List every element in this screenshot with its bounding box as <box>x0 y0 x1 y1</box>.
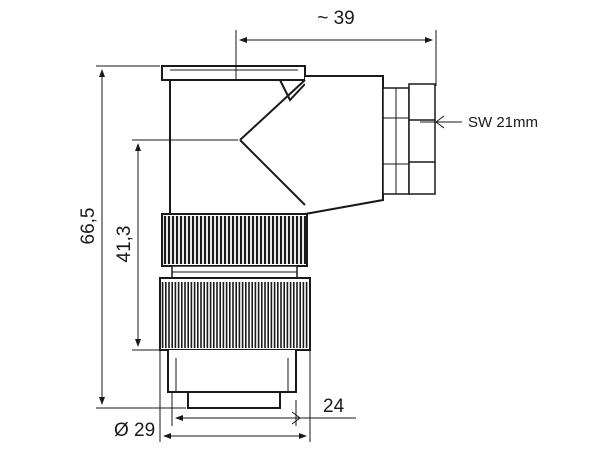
label-overall-height: 66,5 <box>78 208 99 245</box>
dimension-wrench <box>420 115 462 129</box>
dimension-top-width <box>239 30 437 86</box>
dimension-bottom-width <box>171 392 356 426</box>
label-outer-diameter: Ø 29 <box>114 420 155 441</box>
label-wrench-size: SW 21mm <box>468 114 538 131</box>
elbow-body <box>161 30 384 215</box>
label-mid-height: 41,3 <box>114 226 135 263</box>
neck <box>171 265 298 279</box>
dimension-outer-diameter <box>159 350 311 442</box>
dimension-mid-height <box>132 139 238 351</box>
label-top-width: ~ 39 <box>317 8 355 29</box>
upper-knurled-ring <box>161 213 308 267</box>
hex-nut <box>382 83 436 195</box>
lower-knurled-ring <box>159 277 311 351</box>
bottom-plug <box>167 350 297 409</box>
label-bottom-width: 24 <box>323 396 345 417</box>
dimension-overall-height <box>96 65 186 409</box>
